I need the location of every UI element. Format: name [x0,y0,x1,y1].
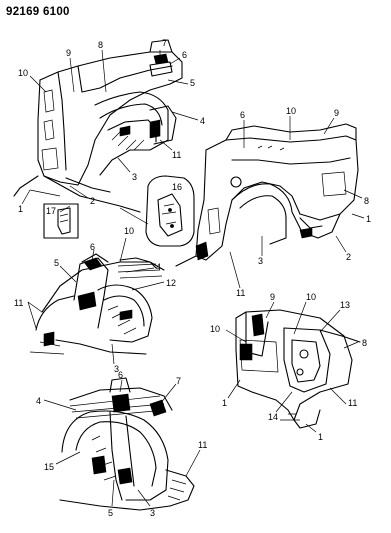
callout-16: 16 [172,182,182,192]
callout-6: 6 [182,50,187,60]
callout-2: 2 [90,196,95,206]
callout-10: 10 [124,226,134,236]
top-right-outer-quarter-view: 6 10 9 8 1 2 3 11 [175,106,371,298]
callout-5: 5 [54,258,59,268]
callout-3: 3 [150,508,155,518]
callout-11: 11 [236,288,245,298]
callout-6: 6 [90,242,95,252]
callout-12: 12 [166,278,176,288]
callout-6: 6 [240,110,245,120]
callout-11: 11 [348,398,357,408]
callout-9: 9 [66,48,71,58]
callout-3: 3 [114,364,119,374]
callout-6: 6 [118,370,123,380]
middle-left-wheelhouse-view: 6 10 5 4 12 11 3 [14,226,176,374]
callout-3: 3 [258,256,263,266]
inset-bracket-16: 16 [119,175,195,247]
callout-10: 10 [210,324,220,334]
callout-13: 13 [340,300,350,310]
callout-1: 1 [222,398,227,408]
callout-5: 5 [108,508,113,518]
detail-box-17 [43,203,79,239]
top-left-quarter-panel-view: 10 9 8 7 6 5 4 11 3 2 1 17 [13,38,205,239]
callout-3: 3 [132,172,137,182]
callout-8: 8 [364,196,369,206]
callout-4: 4 [36,396,41,406]
callout-7: 7 [176,376,181,386]
callout-10: 10 [286,106,296,116]
callout-8: 8 [98,40,103,50]
callout-1: 1 [18,204,23,214]
callout-11: 11 [198,440,207,450]
callout-9: 9 [270,292,275,302]
callout-10: 10 [18,68,28,78]
callout-4: 4 [156,262,161,272]
callout-9: 9 [334,108,339,118]
callout-4: 4 [200,116,205,126]
callout-7: 7 [162,38,167,48]
diagram-code: 92169 6100 [6,6,70,18]
callout-11: 11 [14,298,23,308]
callout-17: 17 [46,206,56,216]
callout-11: 11 [172,150,181,160]
bottom-left-wheelhouse-view: 6 7 4 11 15 5 3 [36,370,207,518]
callout-1: 1 [318,432,323,442]
callout-1: 1 [366,214,371,224]
callout-5: 5 [190,78,195,88]
callout-14: 14 [268,412,278,422]
callout-8: 8 [362,338,367,348]
callout-2: 2 [346,252,351,262]
middle-right-reinforcement-view: 9 10 13 10 8 1 14 11 1 [210,292,367,442]
callout-10: 10 [306,292,316,302]
callout-15: 15 [44,462,54,472]
